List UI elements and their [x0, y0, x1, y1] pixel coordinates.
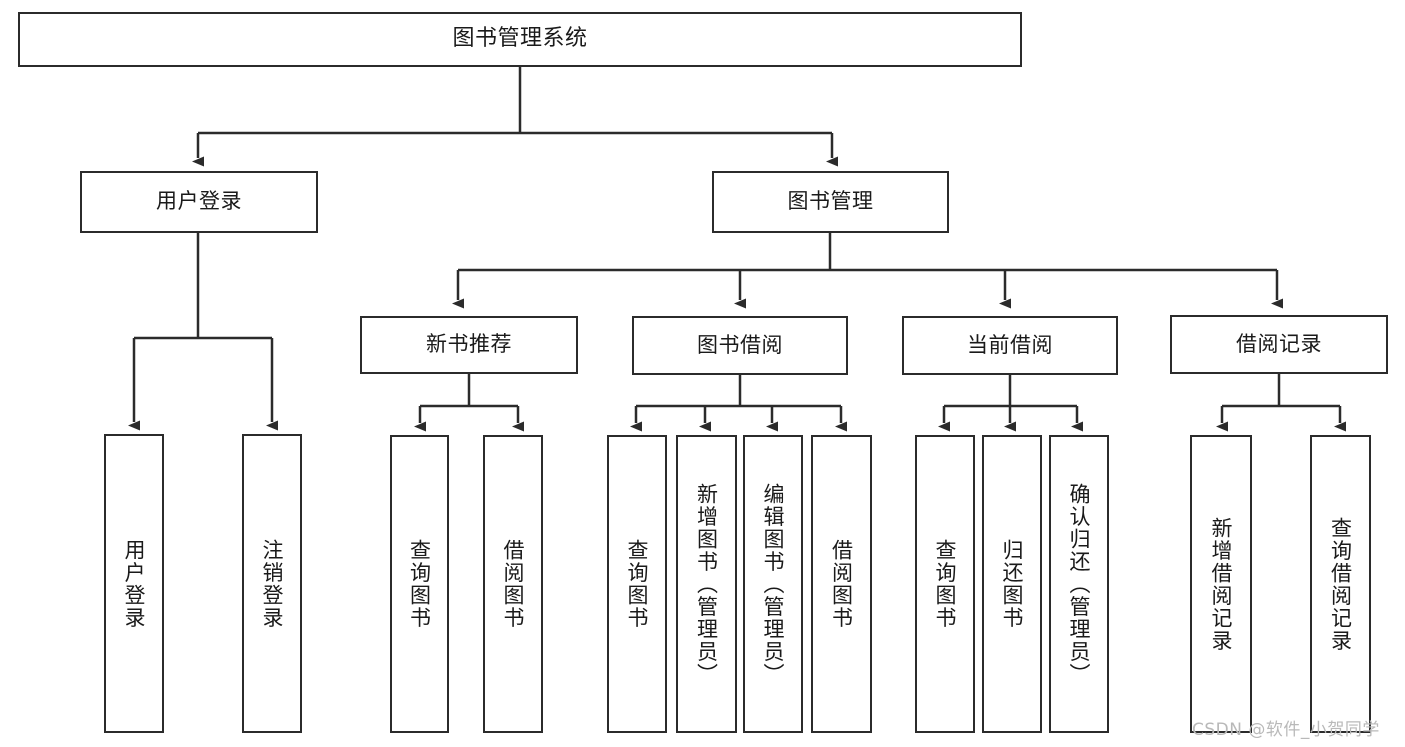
- node-root[interactable]: 图书管理系统: [18, 12, 1022, 67]
- node-root-label: 图书管理系统: [452, 26, 588, 52]
- node-new-book-recommend[interactable]: 新书推荐: [360, 316, 578, 374]
- node-new-book-recommend-label: 新书推荐: [426, 332, 512, 357]
- node-book-borrow[interactable]: 图书借阅: [632, 316, 848, 375]
- node-user-login[interactable]: 用户登录: [80, 171, 318, 233]
- node-borrow-record[interactable]: 借阅记录: [1170, 315, 1388, 374]
- node-leaf-logout[interactable]: 注销登录: [242, 434, 302, 733]
- node-leaf-query-book-2[interactable]: 查询图书: [607, 435, 667, 733]
- node-leaf-edit-book-label: 编辑图书（管理员）: [761, 482, 786, 686]
- node-leaf-query-record-label: 查询借阅记录: [1328, 516, 1353, 652]
- node-leaf-query-book-3[interactable]: 查询图书: [915, 435, 975, 733]
- node-leaf-borrow-book-2[interactable]: 借阅图书: [811, 435, 872, 733]
- node-leaf-confirm-return-label: 确认归还（管理员）: [1067, 482, 1092, 686]
- node-leaf-return-book[interactable]: 归还图书: [982, 435, 1042, 733]
- node-leaf-add-record-label: 新增借阅记录: [1209, 516, 1234, 652]
- node-leaf-borrow-book-1[interactable]: 借阅图书: [483, 435, 543, 733]
- node-book-borrow-label: 图书借阅: [697, 332, 783, 357]
- node-leaf-confirm-return[interactable]: 确认归还（管理员）: [1049, 435, 1109, 733]
- csdn-watermark: CSDN @软件_小贺同学: [1192, 720, 1380, 740]
- node-leaf-query-book-1[interactable]: 查询图书: [390, 435, 449, 733]
- node-leaf-query-record[interactable]: 查询借阅记录: [1310, 435, 1371, 733]
- node-leaf-return-book-label: 归还图书: [1000, 539, 1025, 629]
- node-leaf-user-login[interactable]: 用户登录: [104, 434, 164, 733]
- node-leaf-edit-book[interactable]: 编辑图书（管理员）: [743, 435, 803, 733]
- node-leaf-query-book-2-label: 查询图书: [625, 539, 650, 629]
- node-book-management-label: 图书管理: [787, 189, 874, 214]
- node-user-login-label: 用户登录: [156, 189, 242, 214]
- node-leaf-add-book-label: 新增图书（管理员）: [694, 482, 719, 686]
- node-leaf-borrow-book-1-label: 借阅图书: [501, 539, 526, 629]
- node-leaf-add-record[interactable]: 新增借阅记录: [1190, 435, 1252, 733]
- node-current-borrow[interactable]: 当前借阅: [902, 316, 1118, 375]
- node-leaf-add-book[interactable]: 新增图书（管理员）: [676, 435, 737, 733]
- node-current-borrow-label: 当前借阅: [967, 332, 1053, 357]
- node-leaf-query-book-3-label: 查询图书: [933, 539, 958, 629]
- node-leaf-borrow-book-2-label: 借阅图书: [829, 539, 854, 629]
- node-leaf-user-login-label: 用户登录: [122, 538, 147, 629]
- node-leaf-logout-label: 注销登录: [260, 538, 285, 629]
- node-book-management[interactable]: 图书管理: [712, 171, 949, 233]
- node-leaf-query-book-1-label: 查询图书: [407, 539, 432, 629]
- node-borrow-record-label: 借阅记录: [1236, 331, 1322, 356]
